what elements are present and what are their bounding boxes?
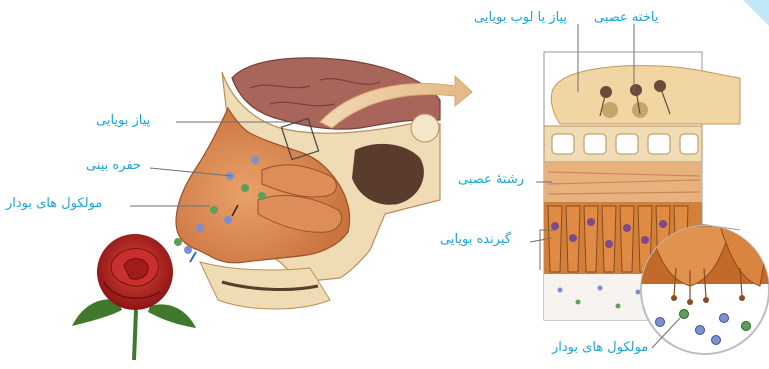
- palate-bone: [200, 262, 330, 309]
- rose-flower: [72, 234, 196, 360]
- label-odor-molecules-left: مولکول های بودار: [6, 196, 102, 211]
- label-olfactory-receptor: گیرنده بویایی: [440, 232, 511, 247]
- corner-accent: [743, 0, 769, 26]
- label-nerve-cell: یاخته عصبی: [594, 10, 658, 25]
- label-odor-molecules-right: مولکول های بودار: [552, 340, 648, 355]
- label-nasal-cavity: حفره بینی: [86, 158, 141, 173]
- label-olfactory-bulb: پیاز بویایی: [96, 113, 150, 128]
- label-bulb-lobe: پیاز یا لوب بویایی: [474, 10, 567, 25]
- label-nerve-fiber: رشتهٔ عصبی: [458, 172, 524, 187]
- ear-bone: [411, 114, 439, 142]
